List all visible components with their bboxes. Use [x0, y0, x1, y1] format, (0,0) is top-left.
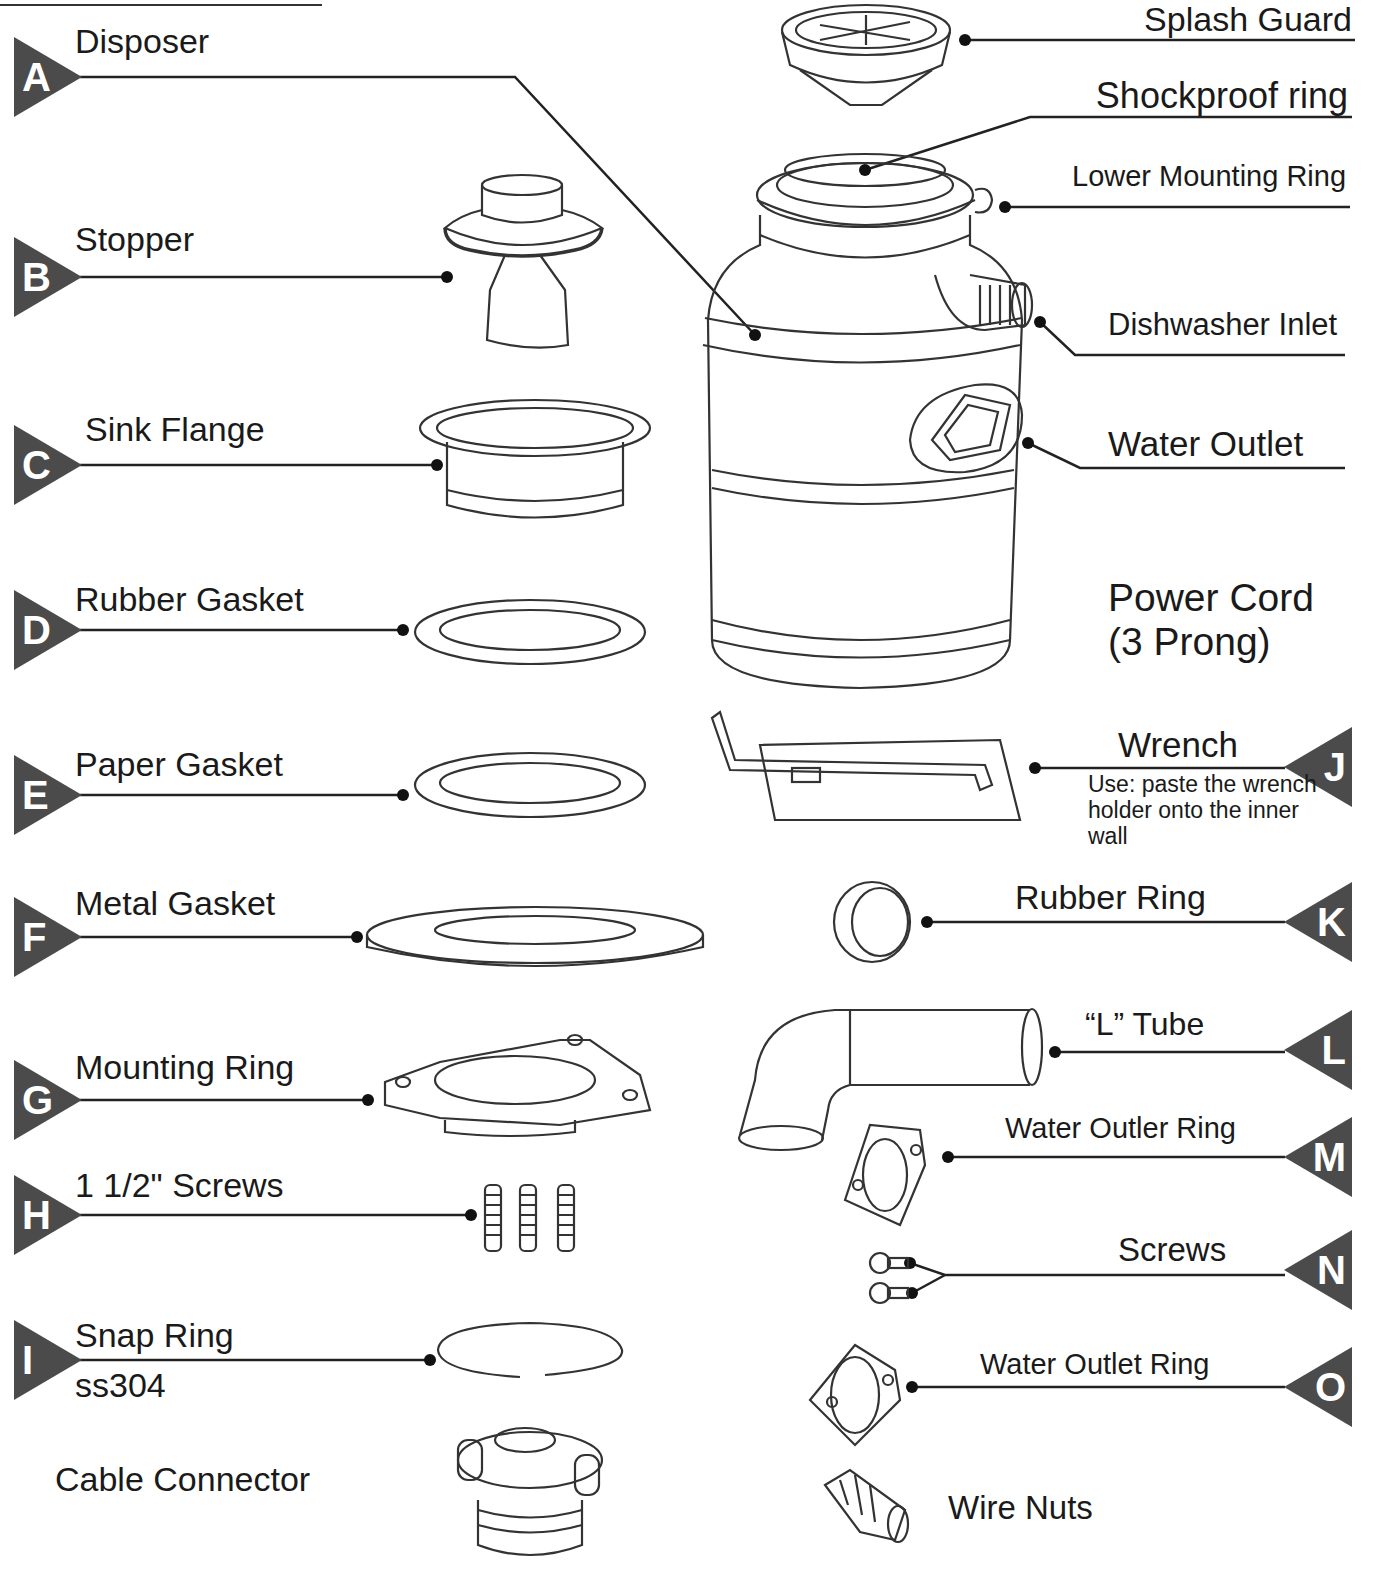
part-name: Use: paste the wrench holder onto the in… [1088, 772, 1338, 849]
wire-nut-drawing [825, 1470, 908, 1542]
marker-triangle-shape [14, 1175, 82, 1255]
part-letter-marker: D [14, 590, 82, 670]
part-letter-marker: F [14, 897, 82, 977]
cable-connector-drawing [458, 1428, 602, 1555]
part-name: Lower Mounting Ring [1072, 160, 1346, 192]
marker-triangle-shape [1284, 1230, 1352, 1310]
part-name: Dishwasher Inlet [1108, 308, 1337, 343]
part-name: Snap Ring [75, 1316, 234, 1354]
part-name: “L” Tube [1085, 1007, 1204, 1043]
callout-letter: B [22, 237, 51, 317]
wrench-drawing [712, 712, 1020, 820]
marker-triangle-shape [1284, 1347, 1352, 1427]
callout-letter: C [22, 425, 51, 505]
marker-triangle-shape [14, 897, 82, 977]
callout-letter: E [22, 755, 49, 835]
callout-letter: A [22, 37, 51, 117]
part-name: Disposer [75, 22, 209, 60]
callout-letter: L [1322, 1010, 1346, 1090]
part-letter-marker: A [14, 37, 82, 117]
leader-dots [351, 34, 1061, 1393]
callout-letter: D [22, 590, 51, 670]
splash-guard-drawing [782, 5, 950, 105]
part-name: Mounting Ring [75, 1048, 294, 1086]
small-screw-drawings [870, 1253, 908, 1303]
screw-drawings [485, 1185, 574, 1251]
l-tube-drawing [739, 1009, 1042, 1150]
part-letter-marker: B [14, 237, 82, 317]
part-letter-marker: I [14, 1320, 82, 1400]
part-letter-marker: O [1284, 1347, 1352, 1427]
part-letter-marker: G [14, 1060, 82, 1140]
part-name: Water Outler Ring [1005, 1112, 1236, 1144]
disposer-drawing [703, 154, 1032, 688]
part-name: Sink Flange [85, 410, 265, 448]
top-rule [0, 4, 322, 6]
snap-ring-drawing [438, 1323, 622, 1377]
marker-triangle-shape [14, 590, 82, 670]
part-name: Paper Gasket [75, 745, 283, 783]
callout-letter: J [1324, 727, 1346, 807]
part-name: Wire Nuts [948, 1490, 1093, 1527]
part-name: Water Outlet [1108, 424, 1303, 463]
callout-letter: H [22, 1175, 51, 1255]
part-letter-marker: N [1284, 1230, 1352, 1310]
marker-triangle-shape [14, 37, 82, 117]
rubber-ring-drawing [834, 882, 910, 962]
marker-triangle-shape [1284, 882, 1352, 962]
marker-triangle-shape [14, 425, 82, 505]
part-letter-marker: M [1284, 1117, 1352, 1197]
marker-triangle-shape [14, 1060, 82, 1140]
part-name: Cable Connector [55, 1460, 310, 1498]
part-name: ss304 [75, 1366, 166, 1404]
marker-triangle-shape [1284, 1010, 1352, 1090]
gasket-drawings [367, 600, 703, 966]
marker-triangle-shape [1284, 1117, 1352, 1197]
callout-letter: F [22, 897, 46, 977]
part-letter-marker: L [1284, 1010, 1352, 1090]
part-name: Power Cord (3 Prong) [1108, 576, 1348, 663]
part-name: Wrench [1118, 725, 1238, 764]
marker-triangle-shape [14, 755, 82, 835]
part-name: Rubber Ring [1015, 878, 1206, 916]
marker-triangle-shape [14, 1320, 82, 1400]
callout-letter: K [1317, 882, 1346, 962]
part-name: 1 1/2" Screws [75, 1166, 284, 1204]
part-name: Water Outlet Ring [980, 1348, 1209, 1380]
part-name: Splash Guard [1144, 0, 1352, 38]
part-letter-marker: K [1284, 882, 1352, 962]
part-name: Rubber Gasket [75, 580, 304, 618]
outlet-ring-drawings [810, 1125, 925, 1445]
stopper-drawing [445, 175, 602, 348]
part-letter-marker: C [14, 425, 82, 505]
callout-letter: O [1315, 1347, 1346, 1427]
part-letter-marker: E [14, 755, 82, 835]
callout-letter: G [22, 1060, 53, 1140]
sink-flange-drawing [420, 400, 650, 518]
part-name: Screws [1118, 1232, 1226, 1269]
part-letter-marker: H [14, 1175, 82, 1255]
part-name: Metal Gasket [75, 884, 275, 922]
callout-letter: I [22, 1320, 33, 1400]
marker-triangle-shape [14, 237, 82, 317]
callout-letter: N [1317, 1230, 1346, 1310]
part-name: Shockproof ring [1096, 76, 1348, 116]
mounting-ring-drawing [385, 1035, 650, 1136]
callout-letter: M [1313, 1117, 1346, 1197]
part-name: Stopper [75, 220, 194, 258]
